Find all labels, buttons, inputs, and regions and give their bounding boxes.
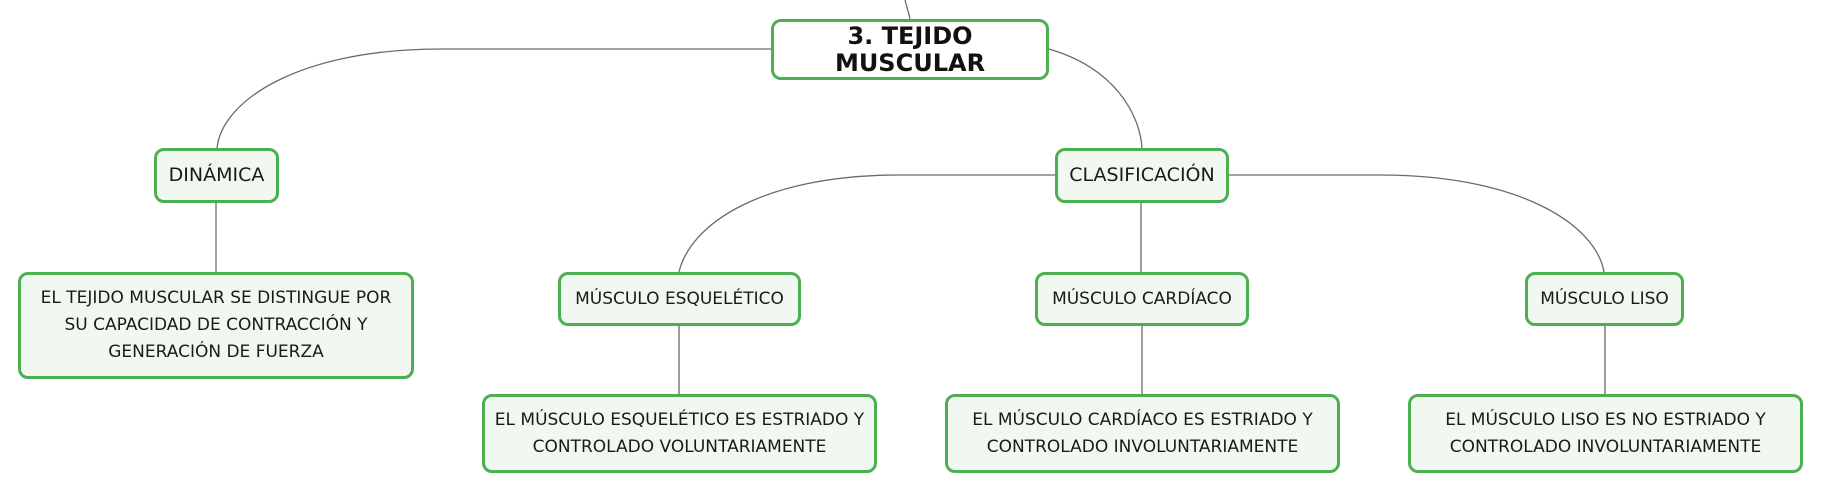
type-node-liso-label: MÚSCULO LISO xyxy=(1540,288,1669,309)
dinamica-node[interactable]: DINÁMICA xyxy=(154,148,279,203)
connector-root-clasificacion xyxy=(1048,48,1143,149)
detail-node-liso[interactable]: EL MÚSCULO LISO ES NO ESTRIADO Y CONTROL… xyxy=(1408,394,1803,473)
detail-node-esqueletico-text: EL MÚSCULO ESQUELÉTICO ES ESTRIADO Y CON… xyxy=(494,409,865,457)
root-node[interactable]: 3. TEJIDO MUSCULAR xyxy=(771,19,1049,80)
clasificacion-node-label: CLASIFICACIÓN xyxy=(1069,164,1215,186)
detail-node-liso-text: EL MÚSCULO LISO ES NO ESTRIADO Y CONTROL… xyxy=(1445,409,1766,457)
detail-node-esqueletico[interactable]: EL MÚSCULO ESQUELÉTICO ES ESTRIADO Y CON… xyxy=(482,394,877,473)
dinamica-node-label: DINÁMICA xyxy=(168,164,265,186)
dinamica-detail-text: EL TEJIDO MUSCULAR SE DISTINGUE POR SU C… xyxy=(40,288,392,362)
type-node-cardiaco-label: MÚSCULO CARDÍACO xyxy=(1052,288,1232,309)
type-node-esqueletico-label: MÚSCULO ESQUELÉTICO xyxy=(575,288,784,309)
connector-parent-root xyxy=(904,0,911,20)
type-node-liso[interactable]: MÚSCULO LISO xyxy=(1525,272,1684,326)
connector-clasificacion-esqueletico xyxy=(678,174,1055,273)
dinamica-detail-node[interactable]: EL TEJIDO MUSCULAR SE DISTINGUE POR SU C… xyxy=(18,272,414,379)
root-node-label: 3. TEJIDO MUSCULAR xyxy=(834,21,986,77)
type-node-cardiaco[interactable]: MÚSCULO CARDÍACO xyxy=(1035,272,1249,326)
connector-root-dinamica xyxy=(216,48,771,149)
type-node-esqueletico[interactable]: MÚSCULO ESQUELÉTICO xyxy=(558,272,801,326)
connector-clasificacion-liso xyxy=(1228,174,1605,273)
detail-node-cardiaco-text: EL MÚSCULO CARDÍACO ES ESTRIADO Y CONTRO… xyxy=(972,409,1313,457)
clasificacion-node[interactable]: CLASIFICACIÓN xyxy=(1055,148,1229,203)
detail-node-cardiaco[interactable]: EL MÚSCULO CARDÍACO ES ESTRIADO Y CONTRO… xyxy=(945,394,1340,473)
